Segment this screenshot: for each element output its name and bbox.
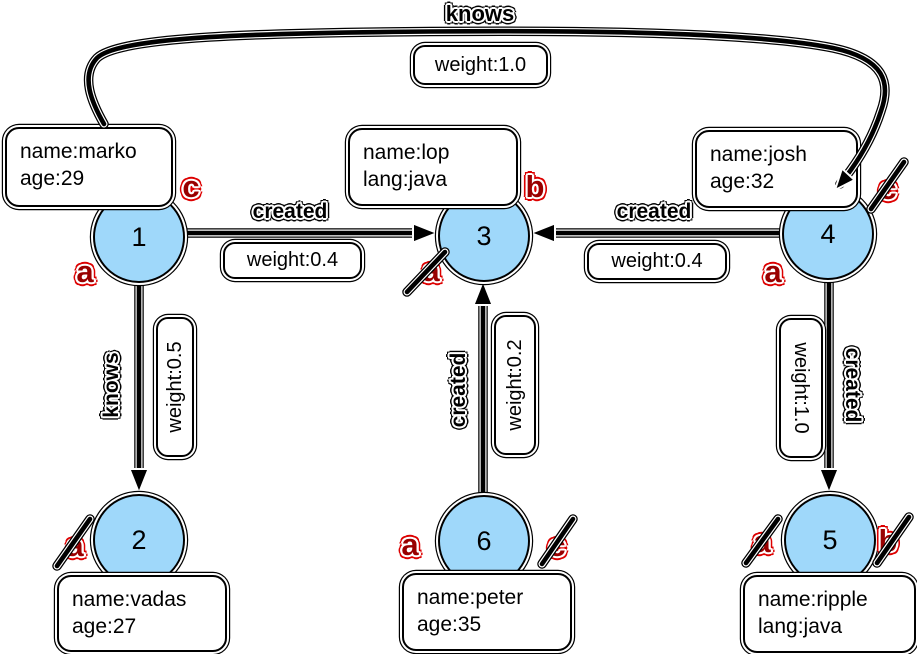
- vertex-2-id: 2: [131, 524, 147, 555]
- step-letter-a-vertex-6: a: [401, 527, 419, 562]
- property-line: name:ripple: [758, 588, 868, 611]
- step-letter-a-vertex-3-struck: a: [422, 253, 440, 288]
- step-letter-b-vertex-3: b: [525, 169, 545, 204]
- weight-value: weight:1.0: [790, 342, 813, 434]
- edge-josh-created-lop: [528, 222, 788, 244]
- weight-value: weight:0.4: [611, 250, 703, 272]
- property-line: age:32: [710, 170, 775, 193]
- properties-marko: name:marko age:29: [5, 127, 173, 207]
- vertex-6-id: 6: [476, 525, 492, 556]
- step-letter-a-vertex-5-struck: a: [753, 524, 771, 559]
- property-line: name:vadas: [72, 588, 187, 611]
- edge-label-created-left: created: [252, 200, 328, 223]
- vertex-3-id: 3: [476, 220, 492, 251]
- arrowhead-up-icon: [472, 278, 494, 306]
- step-letter-c-vertex-1: c: [182, 169, 200, 204]
- step-letter-a-vertex-4: a: [764, 254, 782, 289]
- property-line: name:josh: [710, 143, 807, 166]
- edge-label-created-down: created: [841, 347, 864, 423]
- weight-box-created-right: weight:0.4: [587, 243, 727, 280]
- property-line: age:35: [417, 613, 482, 636]
- arrowhead-right-icon: [412, 222, 440, 244]
- vertex-1-id: 1: [131, 221, 147, 252]
- properties-peter: name:peter age:35: [402, 573, 572, 651]
- edge-josh-created-ripple: [818, 275, 840, 496]
- weight-box-created-left: weight:0.4: [223, 242, 362, 279]
- edge-label-knows-vertical: knows: [100, 352, 123, 418]
- vertex-4-id: 4: [820, 218, 836, 249]
- properties-josh: name:josh age:32: [695, 130, 858, 208]
- property-line: lang:java: [363, 168, 448, 191]
- property-line: lang:java: [758, 615, 843, 638]
- arrowhead-down-icon: [128, 468, 150, 496]
- property-line: name:peter: [417, 586, 524, 609]
- weight-value: weight:0.5: [163, 341, 186, 433]
- property-line: name:marko: [20, 140, 137, 163]
- edge-marko-created-lop: [180, 222, 440, 244]
- edge-label-created-right: created: [616, 200, 692, 223]
- weight-value: weight:0.4: [246, 249, 339, 271]
- properties-ripple: name:ripple lang:java: [743, 575, 916, 653]
- step-letter-b-vertex-5-struck: b: [878, 523, 898, 558]
- vertex-5-id: 5: [822, 524, 838, 555]
- property-line: name:lop: [363, 141, 450, 164]
- vertex-2: 2: [93, 494, 185, 586]
- arrowhead-left-icon: [528, 222, 556, 244]
- edge-label-knows-top: knows: [445, 1, 515, 26]
- step-letter-c-vertex-6-struck: c: [548, 528, 566, 563]
- edge-peter-created-lop: [472, 278, 494, 500]
- weight-box-created-up: weight:0.2: [494, 315, 536, 455]
- edge-label-created-up: created: [447, 352, 470, 428]
- vertex-5: 5: [784, 494, 876, 586]
- weight-value: weight:1.0: [434, 53, 527, 76]
- edge-marko-knows-vadas: [128, 278, 150, 496]
- weight-box-knows-vertical: weight:0.5: [156, 317, 194, 457]
- step-letter-c-vertex-4-struck: c: [879, 171, 897, 206]
- weight-box-knows-top: weight:1.0: [413, 45, 548, 85]
- arrowhead-down-icon: [818, 468, 840, 496]
- weight-value: weight:0.2: [503, 339, 526, 431]
- step-letter-a-vertex-2-struck: a: [66, 528, 84, 563]
- property-line: age:27: [72, 615, 137, 638]
- properties-lop: name:lop lang:java: [348, 128, 518, 206]
- property-line: age:29: [20, 167, 85, 190]
- weight-box-created-down: weight:1.0: [779, 318, 823, 458]
- step-letter-a-vertex-1: a: [76, 254, 94, 289]
- properties-vadas: name:vadas age:27: [57, 575, 227, 652]
